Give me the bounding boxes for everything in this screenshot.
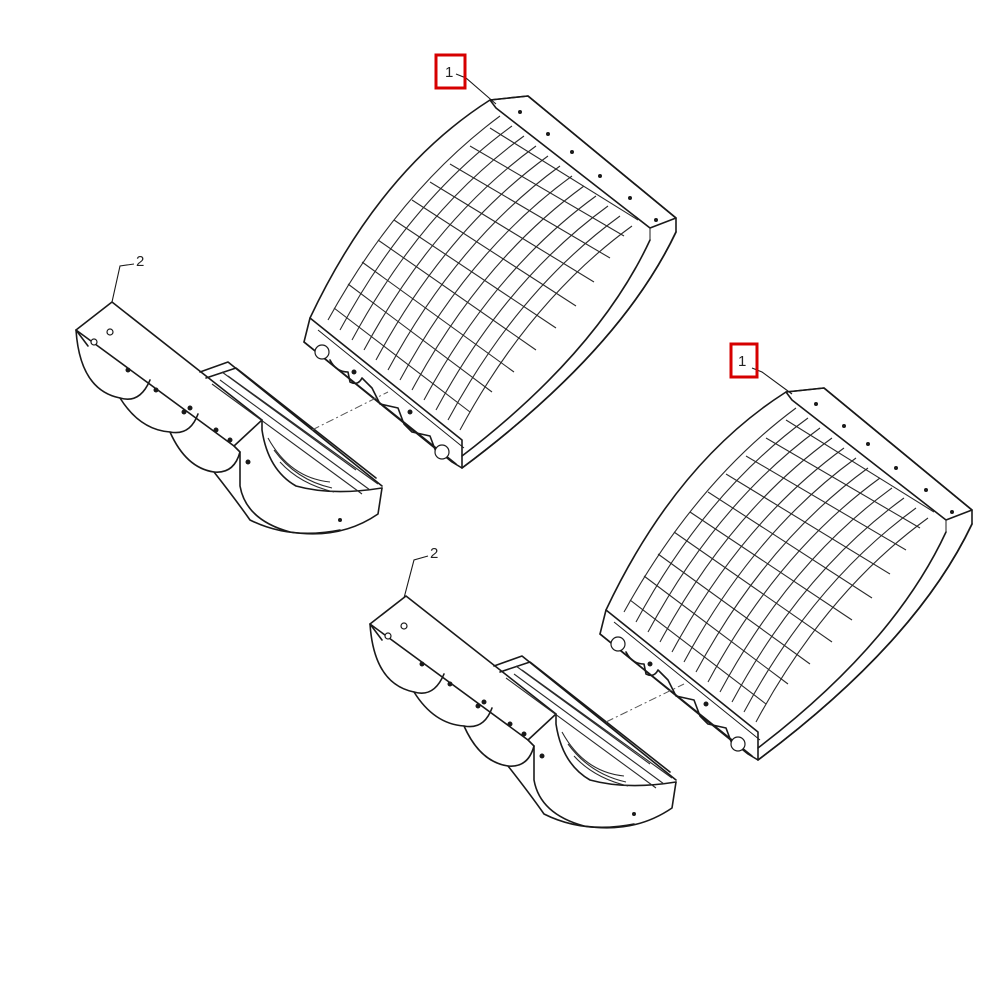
grate-top	[303, 95, 677, 469]
callout-highlight-box	[434, 53, 467, 90]
callout-grate-top: 1	[434, 53, 467, 90]
leader-housing-bottom	[403, 555, 429, 599]
callout-housing-bottom: 2	[430, 545, 438, 562]
centerline-top	[311, 391, 389, 431]
housing-bottom	[369, 595, 677, 829]
callout-highlight-box	[729, 342, 759, 379]
housing-top	[75, 301, 383, 535]
callout-label: 1	[445, 64, 453, 81]
callout-label: 2	[430, 545, 438, 562]
centerline-bottom	[605, 683, 685, 723]
callout-housing-top: 2	[136, 253, 144, 270]
callout-grate-bottom: 1	[729, 342, 759, 379]
leader-housing-top	[111, 263, 135, 303]
leader-grate-bottom	[751, 367, 793, 395]
callout-label: 2	[136, 253, 144, 270]
grate-bottom	[599, 387, 973, 761]
callout-label: 1	[738, 353, 746, 370]
